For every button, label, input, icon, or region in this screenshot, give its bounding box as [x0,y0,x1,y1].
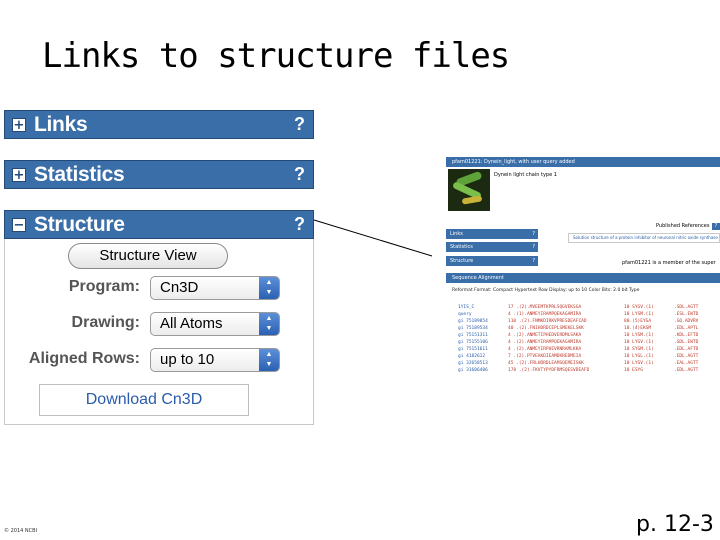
structure-panel-header[interactable]: − Structure ? [4,210,314,239]
drawing-select[interactable]: All Atoms ▲▼ [150,312,280,336]
mini-pfam-text: pfam01221 is a member of the super [622,260,716,266]
mini-links-header: Links ? [446,229,538,239]
mini-links-label: Links [450,231,463,237]
mini-structure-header: Structure ? [446,256,538,266]
aligned-rows-label: Aligned Rows: [28,350,140,367]
protein-structure-image[interactable] [448,169,490,211]
links-panel-title: Links [34,112,88,136]
copyright-text: © 2014 NCBI [4,528,38,534]
expand-icon[interactable]: + [12,167,26,183]
cdd-page-thumbnail: pfam01221: Dynein_light, with user query… [446,157,720,375]
collapse-icon[interactable]: − [12,217,26,233]
program-select-value: Cn3D [160,279,199,296]
statistics-panel-title: Statistics [34,162,125,186]
program-label: Program: [68,278,140,295]
download-cn3d-button[interactable]: Download Cn3D [39,384,249,416]
structure-view-button[interactable]: Structure View [68,243,228,269]
program-select[interactable]: Cn3D ▲▼ [150,276,280,300]
mini-published-references: Published References [656,223,710,229]
select-arrows-icon: ▲▼ [259,349,279,371]
drawing-select-value: All Atoms [160,315,223,332]
mini-alignment-toolbar: Reformat Format: Compact Hypertext Row D… [452,288,640,293]
statistics-panel-header[interactable]: + Statistics ? [4,160,314,189]
mini-thumb-title: Dynein light chain type 1 [494,172,557,178]
expand-icon[interactable]: + [12,117,26,133]
help-icon[interactable]: ? [294,164,305,184]
mini-structure-label: Structure [450,258,474,264]
page-number: p. 12-3 [636,512,714,537]
select-arrows-icon: ▲▼ [259,313,279,335]
mini-help-icon: ? [532,231,535,237]
mini-published-text: Solution structure of a protein inhibito… [568,233,720,243]
mini-statistics-header: Statistics ? [446,242,538,252]
help-icon[interactable]: ? [294,114,305,134]
drawing-label: Drawing: [71,314,140,331]
mini-statistics-label: Statistics [450,244,473,250]
mini-help-icon: ? [532,244,535,250]
mini-titlebar: pfam01221: Dynein_light, with user query… [446,157,720,167]
select-arrows-icon: ▲▼ [259,277,279,299]
mini-help-icon: ? [712,223,720,230]
structure-panel-title: Structure [34,212,125,236]
aligned-rows-select[interactable]: up to 10 ▲▼ [150,348,280,372]
mini-help-icon: ? [532,258,535,264]
mini-sequence-alignment-header: Sequence Alignment [446,273,720,283]
aligned-rows-select-value: up to 10 [160,351,215,368]
help-icon[interactable]: ? [294,214,305,234]
links-panel-header[interactable]: + Links ? [4,110,314,139]
slide-title: Links to structure files [42,36,510,76]
